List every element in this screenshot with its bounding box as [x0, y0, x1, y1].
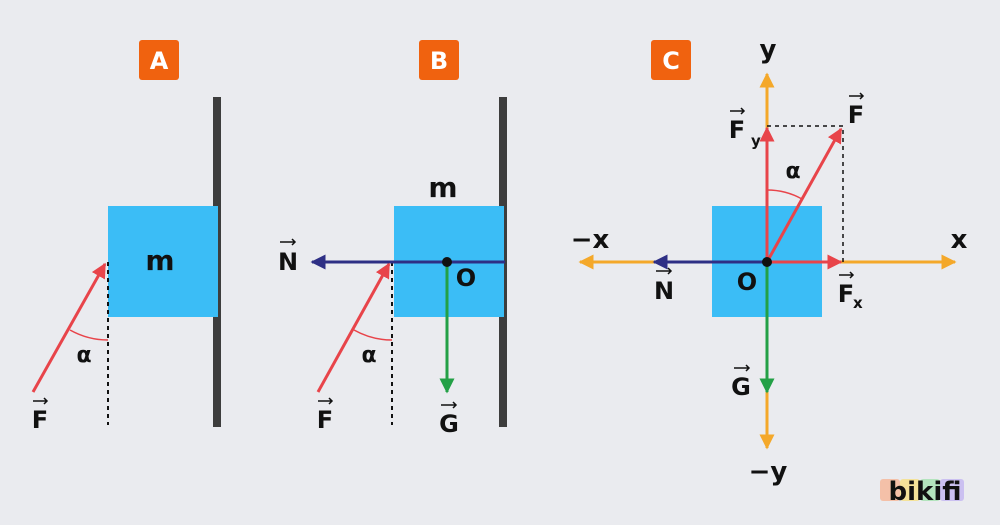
panel-a-badge-label: A	[150, 47, 169, 75]
logo-stripe-orange	[880, 479, 900, 501]
angle-arc-b	[353, 329, 393, 341]
angle-arc-a	[69, 329, 109, 341]
bikifi-logo: bikifi	[880, 477, 964, 507]
vector-mark-icon	[849, 92, 865, 100]
normal-label-c: N	[654, 277, 674, 305]
force-x-subscript: x	[853, 294, 863, 312]
logo-stripe-green	[920, 479, 940, 501]
panel-a: A m α F	[31, 40, 221, 434]
panel-c-badge	[651, 40, 691, 80]
panel-c: C y −y x −x α O F F y F x N G	[571, 35, 968, 487]
force-label-c: F	[848, 101, 864, 129]
force-x-label: F	[838, 280, 854, 308]
origin-label-b: O	[456, 264, 476, 292]
vector-mark-icon	[318, 397, 334, 405]
force-label-b: F	[317, 406, 333, 434]
logo-text: bikifi	[889, 477, 962, 507]
origin-point-b	[442, 257, 452, 267]
axis-label-x: x	[951, 225, 968, 255]
angle-label-a: α	[76, 343, 91, 368]
vector-mark-icon	[280, 238, 297, 246]
force-arrow-a	[31, 262, 107, 393]
origin-label-c: O	[737, 268, 757, 296]
panel-b: B m N G O α F	[278, 40, 507, 438]
vector-mark-icon	[730, 107, 746, 115]
block-a	[108, 206, 218, 317]
force-arrow-c	[765, 127, 843, 263]
logo-stripe-purple	[940, 479, 964, 501]
gravity-label-c: G	[731, 373, 751, 401]
vector-mark-icon	[734, 364, 751, 372]
mass-label-a: m	[145, 244, 174, 277]
vector-mark-icon	[656, 267, 673, 275]
vector-mark-icon	[839, 271, 855, 279]
gravity-label-b: G	[439, 410, 459, 438]
normal-label-b: N	[278, 248, 298, 276]
projection-lines	[767, 125, 844, 262]
logo-stripe-yellow	[900, 479, 920, 501]
panel-b-badge-label: B	[430, 47, 448, 75]
angle-label-c: α	[785, 159, 800, 184]
vector-mark-icon	[33, 397, 49, 405]
force-label-a: F	[32, 406, 48, 434]
vector-mark-icon	[441, 401, 458, 409]
angle-label-b: α	[361, 343, 376, 368]
origin-point-c	[762, 257, 772, 267]
force-y-label: F	[729, 116, 745, 144]
panel-c-badge-label: C	[662, 47, 680, 75]
axis-label-y: y	[760, 35, 777, 65]
axis-label-neg-x: −x	[571, 225, 610, 255]
force-y-subscript: y	[751, 132, 761, 150]
panel-b-badge	[419, 40, 459, 80]
force-arrow-b	[316, 262, 391, 393]
axis-label-neg-y: −y	[749, 457, 788, 487]
mass-label-b: m	[428, 171, 457, 204]
panel-a-badge	[139, 40, 179, 80]
angle-arc-c	[766, 189, 803, 200]
